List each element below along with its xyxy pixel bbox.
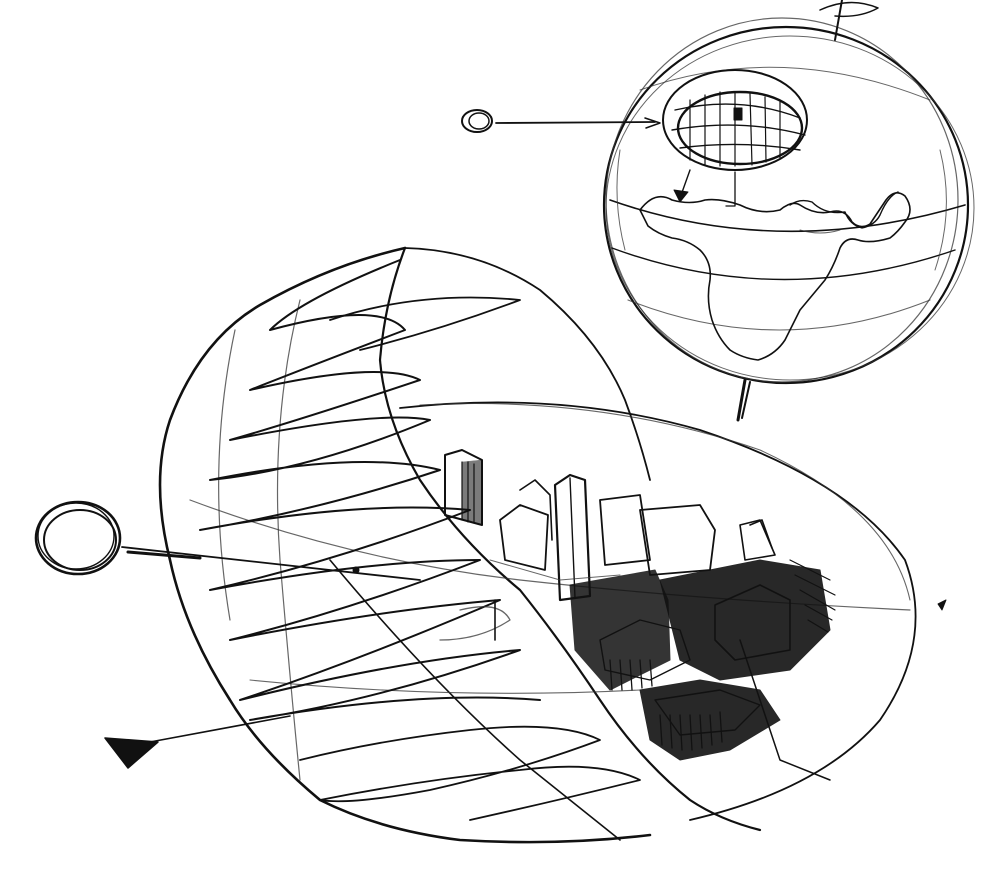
africa-outline — [639, 191, 911, 361]
city-skyline — [444, 449, 836, 781]
dome-bubble — [158, 246, 917, 844]
triangle-arrow — [104, 715, 291, 769]
small-tick-mark — [937, 599, 947, 611]
globe — [602, 0, 975, 422]
large-circle-marker — [34, 500, 421, 581]
small-circle-marker — [461, 109, 661, 133]
